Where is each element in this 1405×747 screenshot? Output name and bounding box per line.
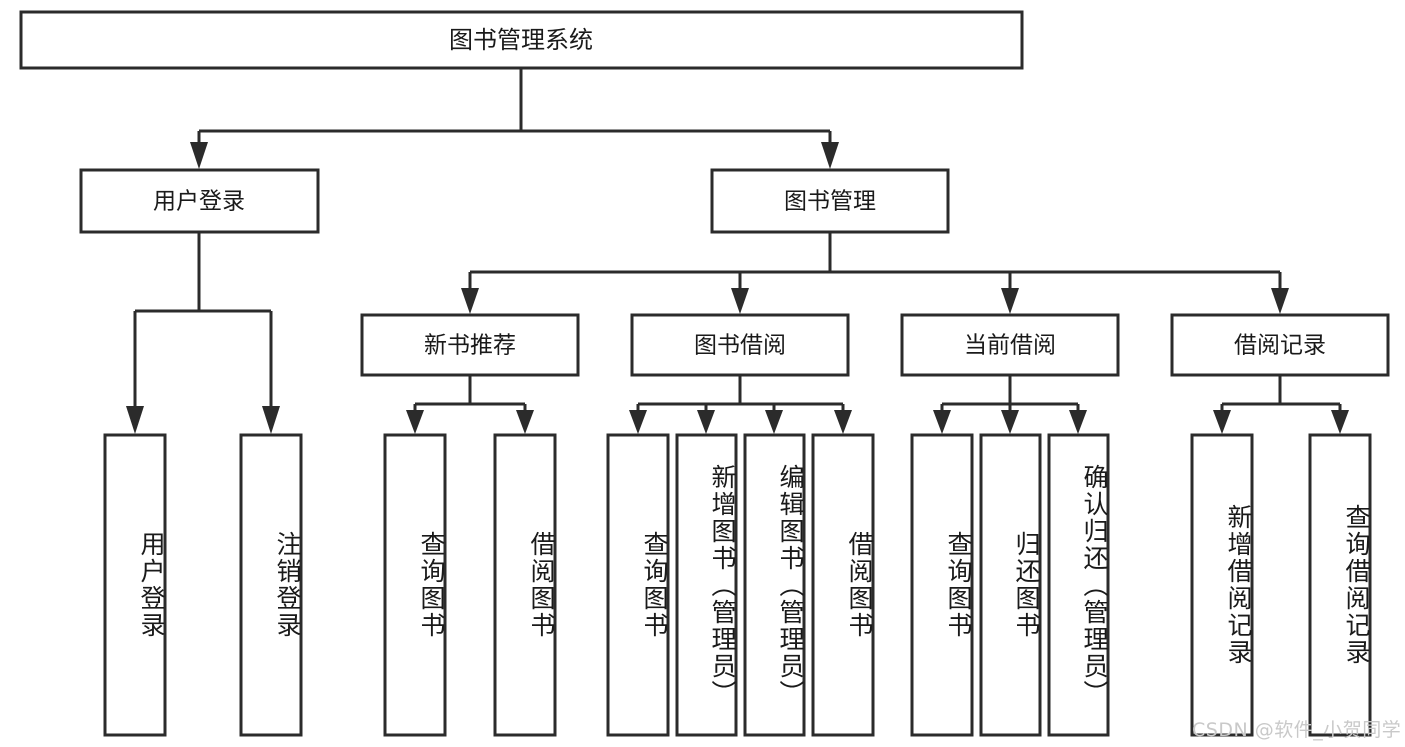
leaf-borrow-book-1-box[interactable]	[493, 433, 557, 737]
node-root-box[interactable]	[19, 10, 1024, 70]
arrow-head-leaf-confirm-return	[1069, 410, 1087, 434]
leaf-confirm-return-box[interactable]	[1047, 433, 1110, 737]
csdn-watermark: CSDN @软件_小贺同学	[1192, 719, 1402, 741]
arrow-head-leaf-query-book-3	[933, 410, 951, 434]
arrow-head-current-borrow	[1001, 288, 1019, 314]
node-borrow-record[interactable]: 借阅记录	[1170, 313, 1390, 377]
node-root-label: 图书管理系统	[449, 26, 593, 54]
arrow-head-leaf-edit-book	[765, 410, 783, 434]
node-book-management-label: 图书管理	[784, 189, 876, 215]
node-current-borrow-box[interactable]	[900, 313, 1120, 377]
node-borrow-record-box[interactable]	[1170, 313, 1390, 377]
leaf-add-record-box[interactable]	[1190, 433, 1254, 737]
arrow-head-leaf-query-book-2	[629, 410, 647, 434]
node-new-book-recommend[interactable]: 新书推荐	[360, 313, 580, 377]
arrow-head-leaf-user-login	[126, 406, 144, 434]
leaf-query-book-2-box[interactable]	[606, 433, 670, 737]
arrow-head-leaf-add-book	[697, 410, 715, 434]
node-new-book-recommend-label: 新书推荐	[424, 333, 516, 359]
leaf-query-book-1-box[interactable]	[383, 433, 447, 737]
leaf-return-book-box[interactable]	[979, 433, 1042, 737]
node-user-login-box[interactable]	[79, 168, 320, 234]
leaf-user-login-box[interactable]	[103, 433, 167, 737]
node-root[interactable]: 图书管理系统	[19, 10, 1024, 70]
node-current-borrow[interactable]: 当前借阅	[900, 313, 1120, 377]
arrow-head-borrow-record	[1271, 288, 1289, 314]
leaf-add-book-box[interactable]	[675, 433, 738, 737]
arrow-head-book-borrow	[731, 288, 749, 314]
node-user-login-label: 用户登录	[153, 189, 245, 215]
leaf-edit-book-box[interactable]	[743, 433, 806, 737]
leaf-borrow-book-2-box[interactable]	[811, 433, 875, 737]
node-current-borrow-label: 当前借阅	[964, 333, 1056, 359]
node-new-book-recommend-box[interactable]	[360, 313, 580, 377]
leaf-user-logout-box[interactable]	[239, 433, 303, 737]
arrow-head-user-login	[190, 142, 208, 169]
arrow-head-new-book-recommend	[461, 288, 479, 314]
leaf-query-record-box[interactable]	[1308, 433, 1372, 737]
node-book-borrow[interactable]: 图书借阅	[630, 313, 850, 377]
arrow-head-leaf-query-book-1	[406, 410, 424, 434]
arrow-head-leaf-add-record	[1213, 410, 1231, 434]
arrow-head-leaf-query-record	[1331, 410, 1349, 434]
arrow-head-leaf-user-logout	[262, 406, 280, 434]
leaf-box-group	[103, 433, 1372, 737]
arrow-head-book-management	[821, 142, 839, 169]
node-user-login[interactable]: 用户登录	[79, 168, 320, 234]
connector-group	[126, 68, 1349, 434]
node-book-management[interactable]: 图书管理	[710, 168, 950, 234]
node-borrow-record-label: 借阅记录	[1234, 333, 1326, 359]
leaf-query-book-3-box[interactable]	[910, 433, 974, 737]
arrow-head-leaf-borrow-book-1	[516, 410, 534, 434]
arrow-head-leaf-borrow-book-2	[834, 410, 852, 434]
node-book-management-box[interactable]	[710, 168, 950, 234]
arrow-head-leaf-return-book	[1001, 410, 1019, 434]
node-book-borrow-box[interactable]	[630, 313, 850, 377]
node-book-borrow-label: 图书借阅	[694, 333, 786, 359]
